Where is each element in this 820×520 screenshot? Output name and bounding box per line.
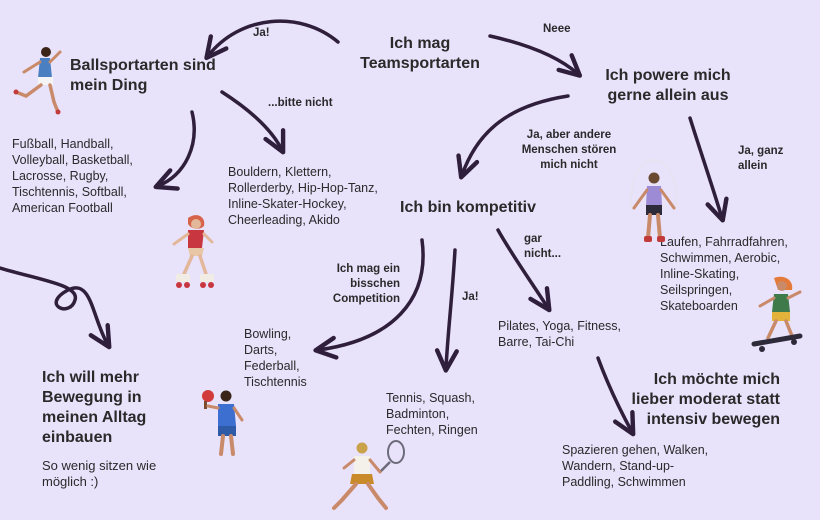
arrow-ball-to-list: [153, 110, 196, 191]
arrow-competitive-to-comp: [434, 248, 459, 373]
arrow-competitive-to-noncomp: [496, 228, 552, 313]
arrow-competitive-to-light: [313, 238, 425, 360]
edge-label-ja-ganz-allein: Ja, ganz allein: [738, 145, 784, 172]
node-teamsport: Ich mag Teamsportarten: [360, 35, 480, 72]
node-competitive: Ich bin kompetitiv: [400, 199, 537, 216]
soccer-player-figure: [13, 47, 62, 115]
arrow-left-to-everyday: [0, 266, 112, 350]
skateboarder-figure: [751, 276, 803, 352]
jump-rope-figure: [630, 158, 678, 242]
node-ballsport: Ballsportarten sind mein Ding: [70, 57, 216, 94]
list-ball-sports: Fußball, Handball, Volleyball, Basketbal…: [12, 137, 133, 215]
arrow-center-to-ball: [204, 19, 340, 61]
edge-label-neee: Neee: [543, 23, 571, 35]
edge-label-ja: Ja!: [253, 27, 270, 39]
edge-label-bisschen-competition: Ich mag ein bisschen Competition: [332, 263, 400, 305]
arrow-alone-to-competitive: [456, 94, 570, 180]
list-solo-sports: Laufen, Fahrradfahren, Schwimmen, Aerobi…: [660, 235, 788, 313]
edge-label-bitte-nicht: ...bitte nicht: [268, 97, 333, 109]
arrow-noncomp-to-moderate: [596, 356, 636, 437]
arrow-ball-to-nonball: [220, 90, 286, 155]
roller-skater-figure: [172, 215, 214, 288]
list-moderate-activities: Spazieren gehen, Walken, Wandern, Stand-…: [562, 443, 709, 489]
table-tennis-figure: [202, 390, 244, 456]
list-competitive-sports: Tennis, Squash, Badminton, Fechten, Ring…: [386, 391, 478, 437]
node-everyday-subtitle: So wenig sitzen wie möglich :): [42, 458, 157, 489]
node-alone: Ich powere mich gerne allein aus: [605, 67, 731, 104]
list-light-competition: Bowling, Darts, Federball, Tischtennis: [244, 327, 307, 389]
edge-label-ja-aber: Ja, aber andere Menschen stören mich nic…: [521, 129, 617, 171]
edge-label-ja-competitive: Ja!: [462, 291, 479, 303]
arrow-center-to-alone: [488, 34, 583, 78]
tennis-player-figure: [332, 440, 405, 510]
list-non-ball-sports: Bouldern, Klettern, Rollerderby, Hip-Hop…: [228, 165, 378, 227]
node-moderate: Ich möchte mich lieber moderat statt int…: [631, 371, 780, 428]
edge-label-gar-nicht: gar nicht...: [524, 233, 562, 260]
list-noncompetitive-sports: Pilates, Yoga, Fitness, Barre, Tai-Chi: [498, 319, 621, 349]
arrow-alone-to-solo: [688, 116, 729, 223]
node-everyday: Ich will mehr Bewegung in meinen Alltag …: [42, 369, 147, 446]
